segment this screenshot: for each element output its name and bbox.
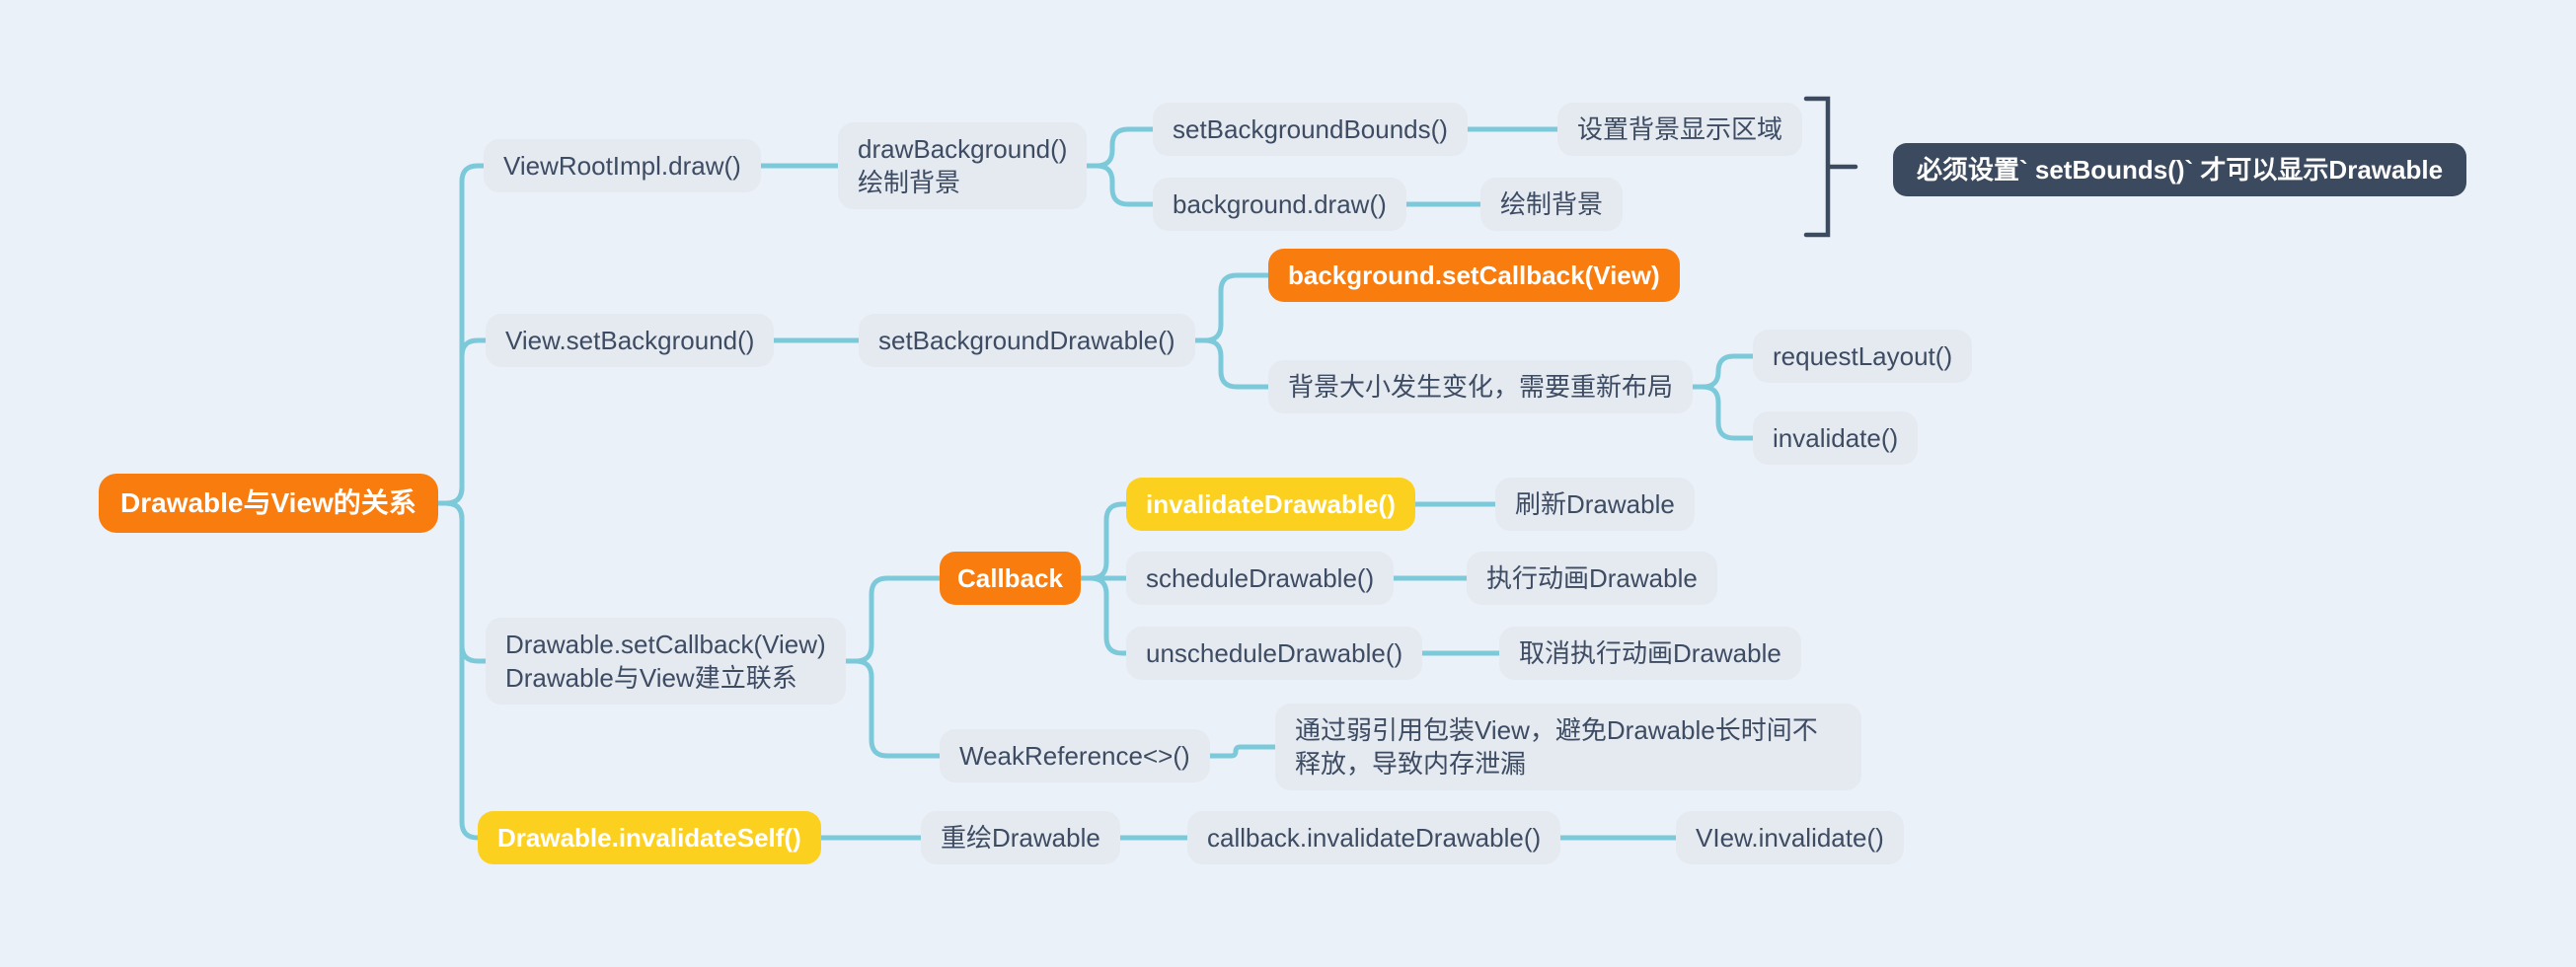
node-draw-background-desc[interactable]: 绘制背景 (1480, 178, 1624, 231)
node-root[interactable]: Drawable与View的关系 (99, 474, 438, 533)
node-line: drawBackground() (858, 134, 1068, 164)
node-invalidatedrawable[interactable]: invalidateDrawable() (1126, 478, 1415, 531)
connector-line (1690, 384, 1756, 441)
node-view-setbackground[interactable]: View.setBackground() (486, 314, 775, 367)
node-line: Drawable.setCallback(View) (505, 630, 826, 659)
node-requestlayout[interactable]: requestLayout() (1753, 330, 1973, 383)
node-background-draw[interactable]: background.draw() (1153, 178, 1406, 231)
connector-line (1084, 163, 1156, 207)
node-refresh-drawable[interactable]: 刷新Drawable (1495, 478, 1695, 531)
node-setbounds-summary-note[interactable]: 必须设置` setBounds()` 才可以显示Drawable (1893, 143, 2467, 196)
node-weakreference-desc[interactable]: 通过弱引用包装View，避免Drawable长时间不释放，导致内存泄漏 (1275, 704, 1861, 790)
node-setbackgroundbounds[interactable]: setBackgroundBounds() (1153, 103, 1468, 156)
connector-line (1690, 353, 1756, 390)
node-run-animation-drawable[interactable]: 执行动画Drawable (1467, 552, 1717, 605)
connector-line (1078, 575, 1129, 656)
node-weakreference[interactable]: WeakReference<>() (940, 729, 1210, 782)
connector-line (1078, 501, 1129, 581)
connector-line (1192, 337, 1271, 390)
node-callback-invalidatedrawable[interactable]: callback.invalidateDrawable() (1187, 811, 1561, 864)
node-cancel-animation-drawable[interactable]: 取消执行动画Drawable (1499, 627, 1801, 680)
connector-line (843, 658, 943, 759)
node-background-size-change[interactable]: 背景大小发生变化，需要重新布局 (1268, 360, 1694, 413)
node-scheduledrawable[interactable]: scheduleDrawable() (1126, 552, 1395, 605)
node-line: Drawable与View建立联系 (505, 663, 797, 693)
node-drawable-setcallback[interactable]: Drawable.setCallback(View) Drawable与View… (486, 618, 846, 705)
node-drawable-invalidateself[interactable]: Drawable.invalidateSelf() (478, 811, 821, 864)
node-view-invalidate[interactable]: VIew.invalidate() (1676, 811, 1904, 864)
connector-line (1192, 272, 1271, 343)
node-viewrootimpl-draw[interactable]: ViewRootImpl.draw() (484, 139, 761, 192)
node-set-background-area[interactable]: 设置背景显示区域 (1557, 103, 1803, 156)
node-invalidate[interactable]: invalidate() (1753, 411, 1919, 465)
node-background-setcallback[interactable]: background.setCallback(View) (1268, 249, 1680, 302)
connector-line (843, 575, 943, 664)
node-callback[interactable]: Callback (940, 552, 1081, 605)
summary-bracket (1803, 96, 1858, 238)
connector-line (435, 337, 489, 506)
connector-line (435, 500, 481, 841)
node-setbackgrounddrawable[interactable]: setBackgroundDrawable() (859, 314, 1195, 367)
node-drawbackground[interactable]: drawBackground() 绘制背景 (838, 122, 1088, 209)
node-line: 绘制背景 (858, 168, 961, 197)
node-unscheduledrawable[interactable]: unscheduleDrawable() (1126, 627, 1423, 680)
node-redraw-drawable[interactable]: 重绘Drawable (921, 811, 1120, 864)
connector-line (1207, 744, 1278, 759)
connector-line (1084, 126, 1156, 169)
